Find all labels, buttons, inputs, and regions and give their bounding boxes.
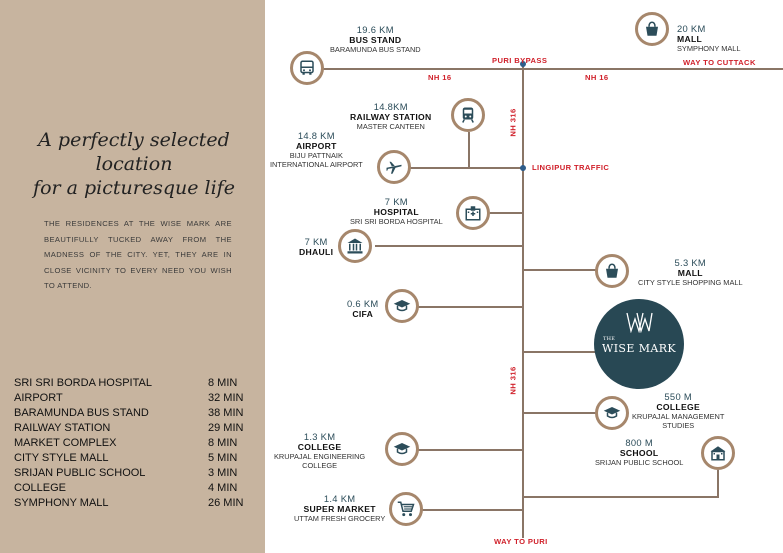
distance-row: MARKET COMPLEX 8 MIN (14, 436, 254, 451)
distance-place: RAILWAY STATION (14, 422, 111, 434)
distance-row: RAILWAY STATION 29 MIN (14, 421, 254, 436)
distance-time: 26 MIN (208, 497, 244, 509)
nh316-top-label: NH 316 (508, 108, 518, 137)
distance-row: AIRPORT 32 MIN (14, 391, 254, 406)
description: The residences at The Wise Mark are beau… (44, 219, 232, 290)
school-label: 800 M SCHOOL SRIJAN PUBLIC SCHOOL (595, 437, 684, 467)
college-right-label: 550 M COLLEGE KRUPAJAL MANAGEMENT STUDIE… (632, 391, 725, 430)
distance-place: AIRPORT (14, 392, 63, 404)
distance-place: CITY STYLE MALL (14, 452, 109, 464)
distance-time: 4 MIN (208, 482, 238, 494)
lingipur-node (520, 165, 526, 171)
hospital-label: 7 KM HOSPITAL SRI SRI BORDA HOSPITAL (350, 196, 443, 226)
wise-mark-the: THE (603, 336, 616, 342)
railway-station-label: 14.8KM RAILWAY STATION MASTER CANTEEN (350, 101, 432, 131)
location-map: PURI BYPASS NH 16 NH 16 WAY TO CUTTACK N… (265, 0, 783, 553)
road-network (295, 61, 783, 538)
distance-row: BARAMUNDA BUS STAND 38 MIN (14, 406, 254, 421)
bus-icon (290, 51, 324, 85)
distance-place: SRI SRI BORDA HOSPITAL (14, 377, 152, 389)
distance-place: MARKET COMPLEX (14, 437, 117, 449)
distance-place: COLLEGE (14, 482, 66, 494)
shopping-bag-icon (635, 12, 669, 46)
shopping-cart-icon (389, 492, 423, 526)
distance-time: 8 MIN (208, 437, 238, 449)
cifa-label: 0.6 KM CIFA (347, 298, 379, 319)
puri-bypass-node (520, 61, 526, 67)
distance-row: SRIJAN PUBLIC SCHOOL 3 MIN (14, 466, 254, 481)
distance-time: 8 MIN (208, 377, 238, 389)
college-left-label: 1.3 KM COLLEGE KRUPAJAL ENGINEERING COLL… (274, 431, 366, 470)
distance-time: 5 MIN (208, 452, 238, 464)
wise-mark-logo: THE WISE MARK (594, 299, 684, 389)
tagline-line-2: for a picturesque life (33, 177, 235, 199)
graduation-cap-icon (595, 396, 629, 430)
train-icon (451, 98, 485, 132)
supermarket-label: 1.4 KM SUPER MARKET UTTAM FRESH GROCERY (294, 493, 386, 523)
wise-mark-emblem-icon (626, 312, 653, 333)
distance-place: SRIJAN PUBLIC SCHOOL (14, 467, 146, 479)
distance-time: 32 MIN (208, 392, 244, 404)
symphony-mall-label: 20 KM MALL SYMPHONY MALL (677, 23, 741, 53)
dhauli-label: 7 KM DHAULI (299, 236, 334, 257)
tagline: A perfectly selected location for a pict… (8, 128, 260, 200)
nh316-bottom-label: NH 316 (508, 366, 518, 395)
nh16-left-label: NH 16 (428, 73, 452, 82)
school-icon (701, 436, 735, 470)
distance-row: SYMPHONY MALL 26 MIN (14, 496, 254, 511)
distance-place: BARAMUNDA BUS STAND (14, 407, 149, 419)
distance-row: CITY STYLE MALL 5 MIN (14, 451, 254, 466)
graduation-cap-icon (385, 289, 419, 323)
way-to-cuttack-label: WAY TO CUTTACK (683, 58, 756, 67)
way-to-puri-label: WAY TO PURI (494, 537, 548, 546)
graduation-cap-icon (385, 432, 419, 466)
school-link (523, 470, 719, 498)
distance-place: SYMPHONY MALL (14, 497, 109, 509)
airport-label: 14.8 KM AIRPORT BIJU PATTNAIK INTERNATIO… (270, 130, 363, 169)
airplane-icon (377, 150, 411, 184)
nh16-right-label: NH 16 (585, 73, 609, 82)
distance-row: COLLEGE 4 MIN (14, 481, 254, 496)
city-style-mall-label: 5.3 KM MALL CITY STYLE SHOPPING MALL (638, 257, 743, 287)
distance-time: 38 MIN (208, 407, 244, 419)
bus-stand-label: 19.6 KM BUS STAND BARAMUNDA BUS STAND (330, 24, 421, 54)
distance-row: SRI SRI BORDA HOSPITAL 8 MIN (14, 376, 254, 391)
tagline-line-1: A perfectly selected location (38, 129, 230, 175)
shopping-bag-icon (595, 254, 629, 288)
distance-table: SRI SRI BORDA HOSPITAL 8 MIN AIRPORT 32 MIN… (14, 376, 254, 511)
left-panel: A perfectly selected location for a pict… (0, 0, 265, 553)
hospital-icon (456, 196, 490, 230)
distance-time: 29 MIN (208, 422, 244, 434)
distance-time: 3 MIN (208, 467, 238, 479)
puri-bypass-label: PURI BYPASS (492, 56, 548, 65)
wise-mark-name: WISE MARK (601, 342, 677, 355)
monument-icon (338, 229, 372, 263)
lingipur-traffic-label: LINGIPUR TRAFFIC (532, 163, 610, 172)
